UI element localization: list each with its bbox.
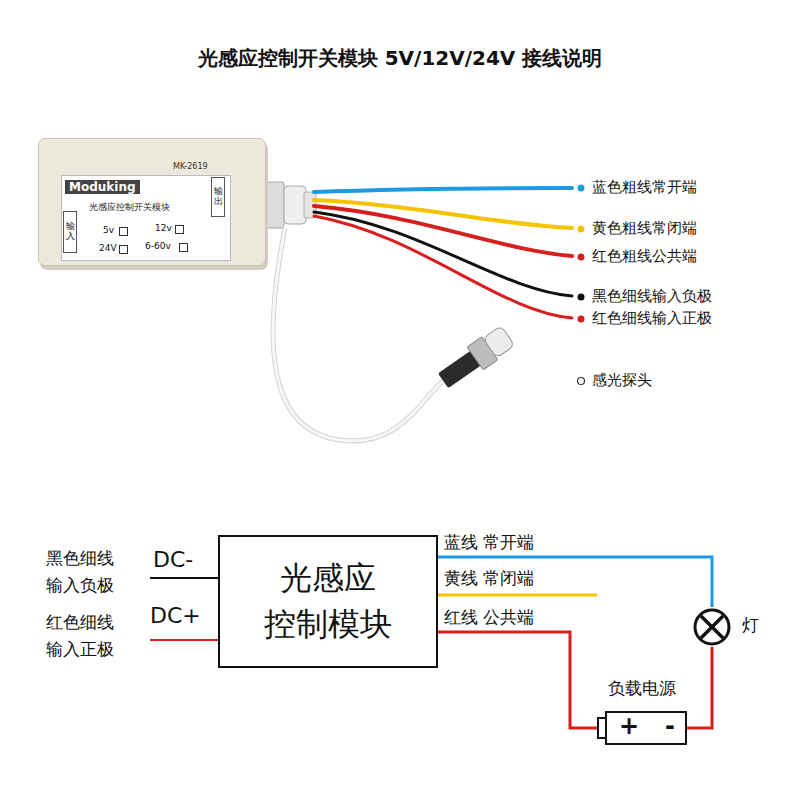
node-text: MK-2619 [173, 162, 208, 172]
lamp-outline [692, 607, 732, 647]
node-text: 12v [155, 223, 172, 234]
label: 感光探头 [592, 371, 652, 389]
module-wires [314, 188, 572, 318]
blue-wire [314, 188, 572, 192]
dot [578, 226, 585, 233]
node-text: 24V [99, 243, 117, 254]
checkbox [119, 227, 128, 236]
dc-minus-wire [150, 577, 218, 579]
title: 光感应控制开关模块 5V/12V/24V 接线说明 [0, 46, 800, 70]
node-text: 5v [103, 225, 114, 236]
label: 黑色细线输入负极 [592, 287, 712, 305]
checkbox [119, 245, 128, 254]
wire-connector [438, 557, 712, 607]
node-text: + [619, 712, 639, 741]
node-text: Moduking [65, 180, 140, 194]
wire-label: 蓝线 常开端 [444, 532, 534, 552]
node-text: 输出 [214, 187, 223, 207]
dot [578, 378, 585, 385]
node-text: 灯 [742, 615, 759, 635]
dot [578, 185, 585, 192]
probe-lens [483, 326, 515, 358]
dot [578, 254, 585, 261]
wire-label: 红线 公共端 [444, 607, 534, 627]
node-text: 光感应 控制模块 [264, 555, 392, 648]
dot [578, 316, 585, 323]
label: 黑色细线 输入负极 [46, 545, 114, 599]
yellow-wire [314, 200, 572, 228]
sensor-cable [273, 228, 443, 441]
module-housing: Moduking MK-2619 光感应控制开关模块输入 5v 12v 24V 6-60v 输… [38, 138, 266, 266]
node-text: 负载电源 [597, 678, 687, 698]
red-thin-wire [314, 216, 572, 318]
dot [578, 294, 585, 301]
label: 红色细线输入正极 [592, 309, 712, 327]
node-text: - [665, 712, 675, 741]
wire-connector [438, 632, 597, 728]
node-text: 输入 [66, 222, 75, 242]
label: 红色粗线公共端 [592, 247, 697, 265]
lamp-symbol: 灯 [692, 607, 732, 647]
label: DC+ [150, 603, 201, 629]
checkbox [175, 225, 184, 234]
label-dots [578, 185, 585, 385]
nc-wire [438, 594, 597, 597]
dc-plus-wire [150, 639, 218, 641]
node-text: 光感应控制开关模块 [89, 202, 170, 213]
cable-gland [258, 182, 316, 228]
label: 黄色粗线常闭端 [592, 219, 697, 237]
label: 红色细线 输入正极 [46, 609, 114, 663]
sensor-cable-core [273, 228, 443, 441]
label: DC- [153, 547, 193, 573]
gland-body [284, 186, 306, 224]
red-wire [314, 206, 572, 256]
wire-connector [687, 647, 712, 728]
label: 黄线 常闭端 [444, 568, 534, 588]
process-box: 光感应 控制模块 [218, 535, 438, 668]
power-source: 负载电源+- [597, 711, 687, 745]
label: 蓝色粗线常开端 [592, 178, 697, 196]
node-text: 6-60v [145, 241, 171, 252]
checkbox [179, 243, 188, 252]
light-probe [435, 324, 516, 392]
